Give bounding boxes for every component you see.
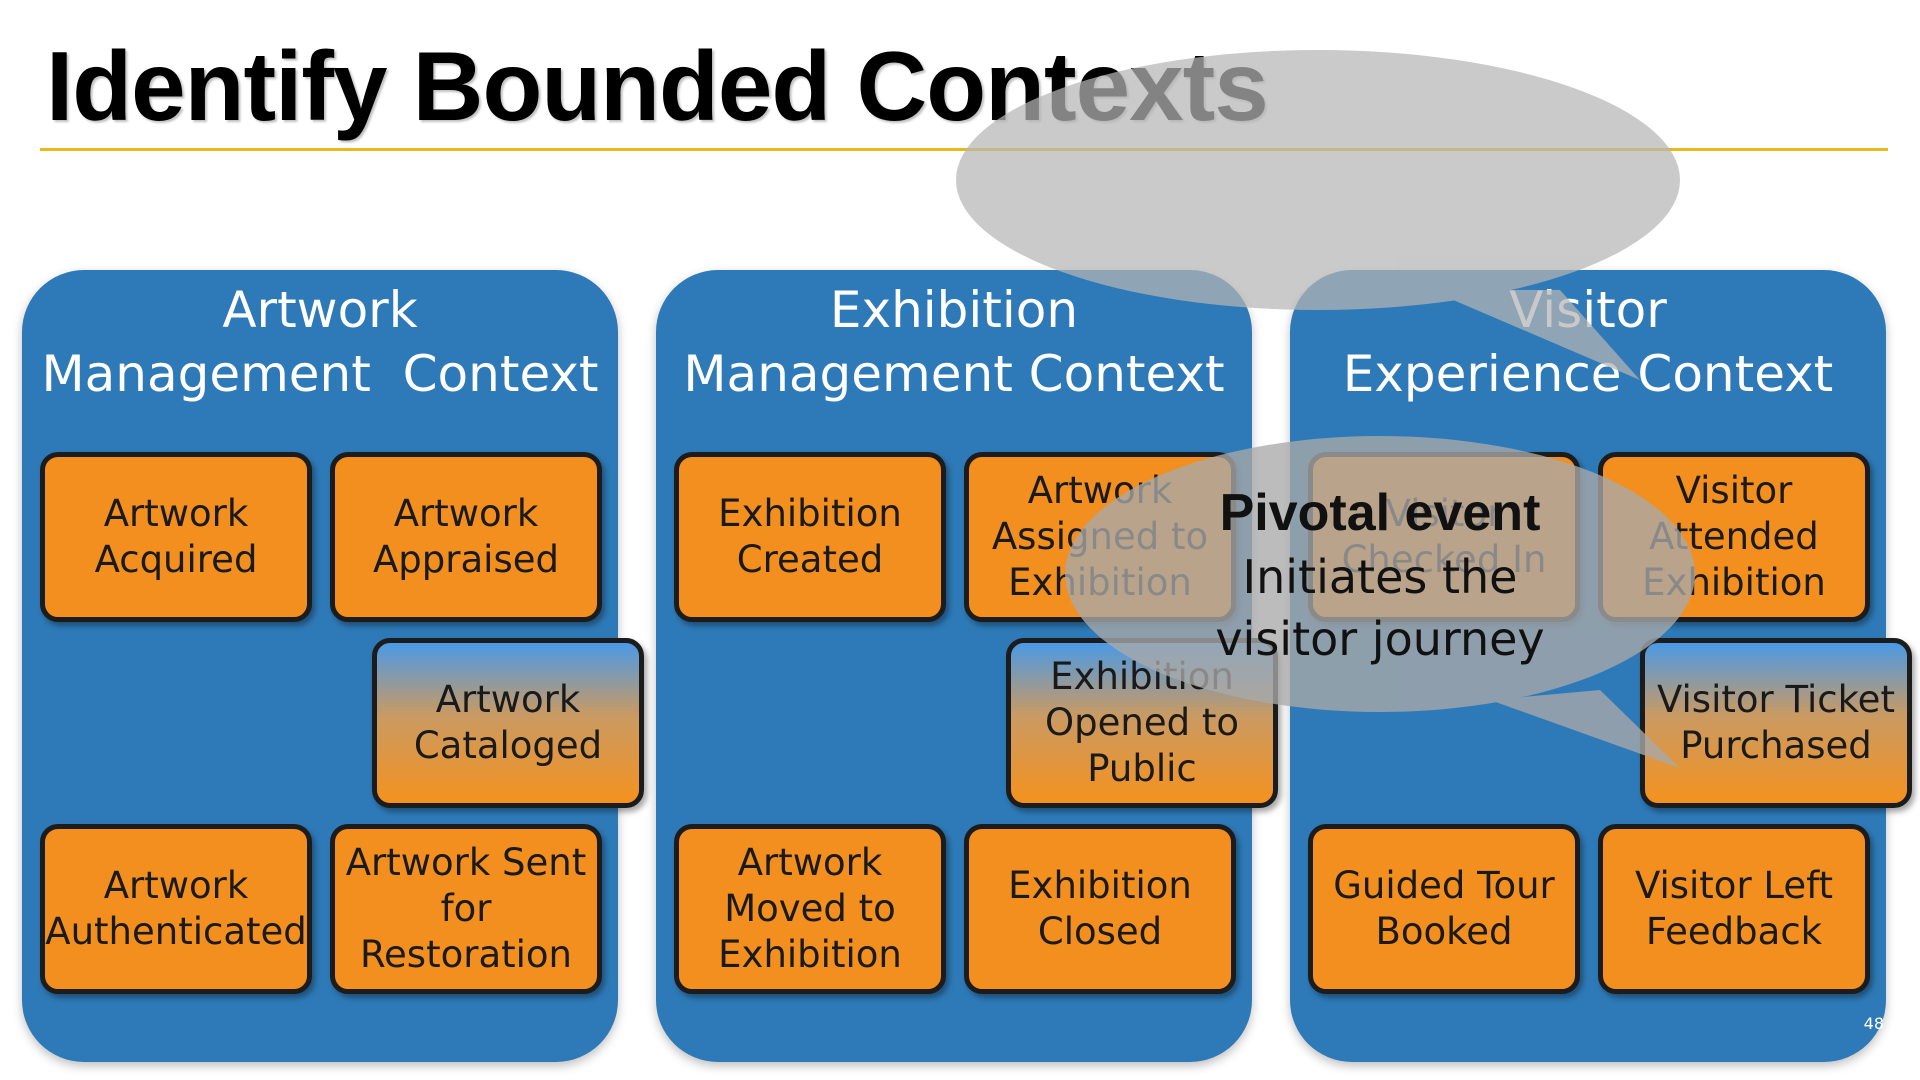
event-visitor-left-feedback[interactable]: Visitor Left Feedback bbox=[1598, 824, 1870, 994]
event-label: Guided Tour Booked bbox=[1333, 864, 1555, 953]
event-artwork-sent-for-restoration[interactable]: Artwork Sent for Restoration bbox=[330, 824, 602, 994]
event-label: Exhibition Opened to Public bbox=[1045, 655, 1239, 790]
event-label: Exhibition Created bbox=[718, 492, 902, 581]
event-label: Exhibition Closed bbox=[1008, 864, 1192, 953]
event-label: Artwork Sent for Restoration bbox=[345, 841, 587, 976]
callout-heading: Pivotal event bbox=[1219, 484, 1541, 542]
event-label: Artwork Cataloged bbox=[413, 678, 603, 767]
event-guided-tour-booked[interactable]: Guided Tour Booked bbox=[1308, 824, 1580, 994]
title-divider bbox=[40, 148, 1888, 151]
event-label: Visitor Left Feedback bbox=[1634, 864, 1834, 953]
context-title-line2: Management Context bbox=[41, 345, 599, 403]
context-title-line1: Visitor bbox=[1509, 281, 1667, 339]
event-exhibition-closed[interactable]: Exhibition Closed bbox=[964, 824, 1236, 994]
event-artwork-cataloged[interactable]: Artwork Cataloged bbox=[372, 638, 644, 808]
event-label: Visitor Ticket Purchased bbox=[1657, 678, 1895, 767]
event-artwork-authenticated[interactable]: Artwork Authenticated bbox=[40, 824, 312, 994]
event-artwork-appraised[interactable]: Artwork Appraised bbox=[330, 452, 602, 622]
context-title-line2: Management Context bbox=[683, 345, 1225, 403]
context-title: Visitor Experience Context bbox=[1290, 278, 1886, 406]
event-visitor-ticket-purchased[interactable]: Visitor Ticket Purchased bbox=[1640, 638, 1912, 808]
event-label: Artwork Appraised bbox=[373, 492, 559, 581]
event-label: Artwork Acquired bbox=[94, 492, 258, 581]
event-artwork-acquired[interactable]: Artwork Acquired bbox=[40, 452, 312, 622]
context-title-line2: Experience Context bbox=[1342, 345, 1834, 403]
event-artwork-moved-to-exhibition[interactable]: Artwork Moved to Exhibition bbox=[674, 824, 946, 994]
context-title-line1: Artwork bbox=[222, 281, 418, 339]
context-title-line1: Exhibition bbox=[829, 281, 1079, 339]
context-title: Exhibition Management Context bbox=[656, 278, 1252, 406]
pivotal-event-callout: Pivotal event Initiates the visitor jour… bbox=[1080, 480, 1680, 670]
event-exhibition-created[interactable]: Exhibition Created bbox=[674, 452, 946, 622]
callout-text: Initiates the visitor journey bbox=[1215, 550, 1545, 666]
event-label: Artwork Authenticated bbox=[45, 864, 307, 953]
context-title: Artwork Management Context bbox=[22, 278, 618, 406]
slide-title: Identify Bounded Contexts bbox=[46, 31, 1269, 141]
event-label: Artwork Moved to Exhibition bbox=[718, 841, 902, 976]
page-number: 48 bbox=[1863, 1014, 1884, 1033]
